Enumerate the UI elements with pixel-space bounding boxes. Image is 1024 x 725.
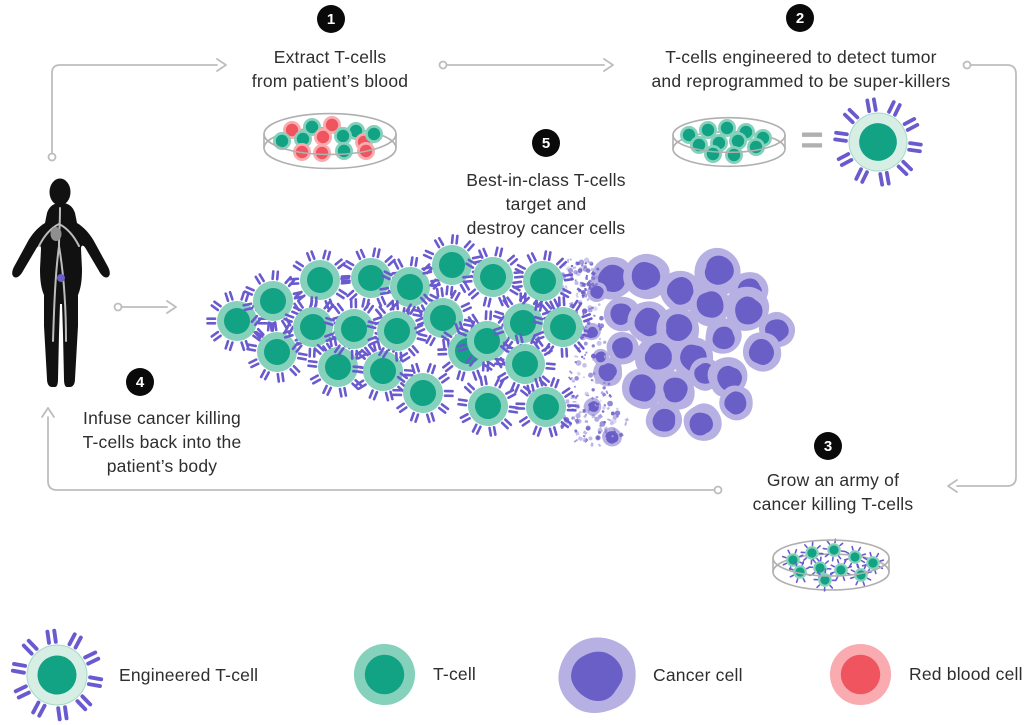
legend-label: T-cell xyxy=(433,664,477,684)
step-1-badge: 1 xyxy=(317,5,345,33)
legend-label: Red blood cell xyxy=(909,664,1023,684)
legend-item-cancer-cell: Cancer cell xyxy=(556,634,743,716)
step-4-badge: 4 xyxy=(126,368,154,396)
legend-item-red-blood-cell: Red blood cell xyxy=(827,641,1023,708)
petri-dish-step2-cells xyxy=(680,119,772,164)
petri-dish-step1-cells xyxy=(273,116,383,162)
legend-item-engineered-t-cell: Engineered T-cell xyxy=(10,628,258,722)
engineered-t-cell-cluster xyxy=(206,234,594,438)
cancer-cell-icon xyxy=(558,637,636,714)
petri-dish-step1-rim xyxy=(263,112,397,156)
legend-label: Engineered T-cell xyxy=(119,664,259,685)
step-2-badge: 2 xyxy=(786,4,814,32)
flow-arrows xyxy=(41,58,1017,495)
petri-dish-step3-cells xyxy=(781,538,885,592)
step-1-label: Extract T-cells from patient’s blood xyxy=(251,47,409,91)
equals-sign: = xyxy=(800,118,824,162)
step-4-label: Infuse cancer killing T-cells back into … xyxy=(82,408,242,476)
engineered-t-cell-icon xyxy=(10,628,104,722)
petri-dish-step2-rim xyxy=(672,116,786,154)
red-blood-cell-icon xyxy=(829,643,892,706)
cancer-cell-cluster xyxy=(583,247,796,447)
flow-step3-to-step4 xyxy=(47,416,715,491)
t-cell-icon xyxy=(353,643,416,706)
step-5-label: Best-in-class T-cells target and destroy… xyxy=(466,170,626,238)
legend-label: Cancer cell xyxy=(653,664,743,685)
engineered-t-cell-figure xyxy=(833,97,923,187)
patient-silhouette xyxy=(12,178,110,387)
flow-step2-to-step3 xyxy=(956,64,1017,487)
petri-dish-step3-rim xyxy=(772,539,890,577)
heart-icon xyxy=(50,227,62,241)
step-3-label: Grow an army of cancer killing T-cells xyxy=(752,470,914,514)
legend-item-t-cell: T-cell xyxy=(351,641,476,708)
tumor-cell-icon xyxy=(57,274,65,282)
step-5-badge: 5 xyxy=(532,129,560,157)
step-2-label: T-cells engineered to detect tumor and r… xyxy=(651,47,951,91)
step-3-badge: 3 xyxy=(814,432,842,460)
flow-person-to-step1 xyxy=(51,64,218,154)
circulatory-system xyxy=(38,207,80,342)
